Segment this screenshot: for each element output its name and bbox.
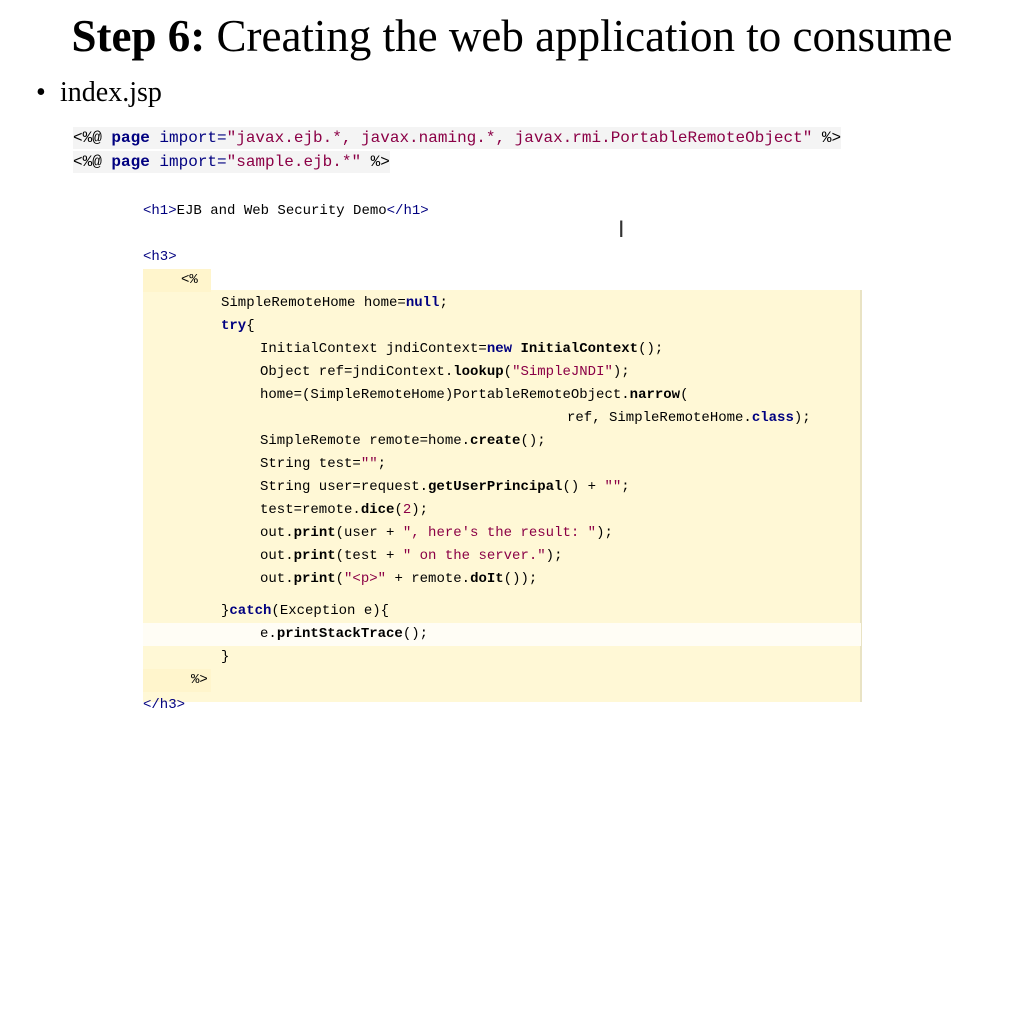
text-cursor-icon: I bbox=[618, 218, 625, 243]
bullet-item: • index.jsp bbox=[36, 76, 162, 110]
code-line-3: InitialContext jndiContext=new InitialCo… bbox=[260, 341, 664, 357]
code-line-15: e.printStackTrace(); bbox=[260, 626, 429, 642]
code-line-2: try{ bbox=[221, 318, 255, 334]
code-line-1: SimpleRemoteHome home=null; bbox=[221, 295, 448, 311]
code-line-7: SimpleRemote remote=home.create(); bbox=[260, 433, 546, 449]
code-line-4: Object ref=jndiContext.lookup("SimpleJND… bbox=[260, 364, 630, 380]
title-step: Step 6: bbox=[71, 11, 206, 61]
code-line-13: out.print("<p>" + remote.doIt()); bbox=[260, 571, 538, 587]
code-line-h3-close: </h3> bbox=[143, 697, 186, 713]
code-line-scriptlet-close: %> bbox=[143, 669, 211, 692]
directive-line-2: <%@ page import="sample.ejb.*" %> bbox=[73, 151, 390, 173]
bullet-text: index.jsp bbox=[60, 77, 162, 108]
code-line-10: test=remote.dice(2); bbox=[260, 502, 429, 518]
code-line-9: String user=request.getUserPrincipal() +… bbox=[260, 479, 630, 495]
code-line-h3-open: <h3> bbox=[143, 249, 177, 265]
code-line-h1: <h1>EJB and Web Security Demo</h1> bbox=[143, 203, 429, 219]
code-line-scriptlet-open: <% bbox=[143, 269, 211, 292]
current-line-highlight bbox=[143, 623, 861, 646]
slide-title: Step 6: Creating the web application to … bbox=[0, 8, 1024, 64]
bullet-icon: • bbox=[36, 77, 46, 108]
code-line-16: } bbox=[221, 649, 230, 665]
code-listing: <h1>EJB and Web Security Demo</h1> <h3> … bbox=[143, 200, 863, 720]
page-directives: <%@ page import="javax.ejb.*, javax.nami… bbox=[73, 125, 985, 181]
code-line-12: out.print(test + " on the server."); bbox=[260, 548, 563, 564]
title-text: Creating the web application to consume bbox=[205, 11, 953, 61]
code-line-14: }catch(Exception e){ bbox=[221, 603, 390, 619]
code-line-6: ref, SimpleRemoteHome.class); bbox=[567, 410, 811, 426]
code-line-11: out.print(user + ", here's the result: "… bbox=[260, 525, 613, 541]
directive-line-1: <%@ page import="javax.ejb.*, javax.nami… bbox=[73, 127, 842, 149]
code-line-8: String test=""; bbox=[260, 456, 387, 472]
code-line-5: home=(SimpleRemoteHome)PortableRemoteObj… bbox=[260, 387, 689, 403]
scriptlet-edge bbox=[860, 290, 862, 702]
